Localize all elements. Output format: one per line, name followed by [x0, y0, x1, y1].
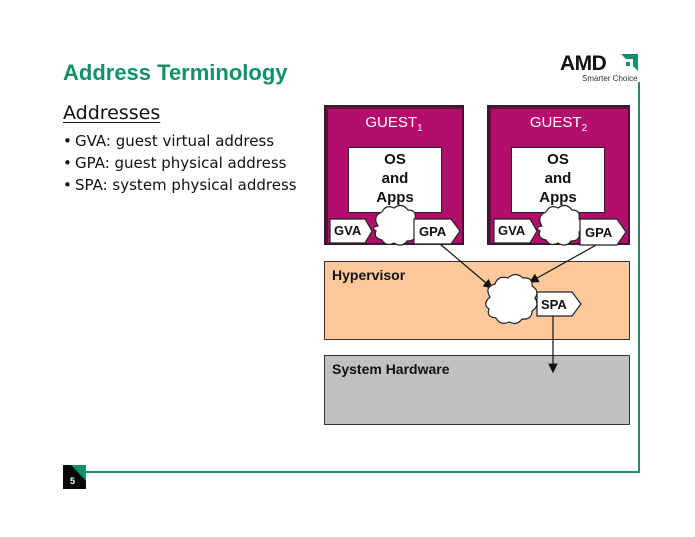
hypervisor-layer: Hypervisor — [324, 261, 630, 340]
frame-bottom-rule — [86, 471, 640, 473]
slide-title: Address Terminology — [63, 60, 288, 85]
system-hardware-layer: System Hardware — [324, 355, 630, 425]
bullet-text: SPA: system physical address — [75, 176, 297, 194]
bullet-icon: • — [63, 132, 72, 150]
section-heading: Addresses — [63, 102, 161, 124]
guest-2-gva-label: GVA — [498, 223, 526, 238]
guest-1-os-apps-box: OS and Apps — [348, 147, 442, 213]
logo-tagline: Smarter Choice — [582, 74, 638, 83]
guest-2-gpa-label: GPA — [585, 225, 613, 240]
amd-logo: AMD Smarter Choice — [560, 52, 644, 86]
amd-arrow-logo-icon — [621, 54, 638, 71]
bullet-icon: • — [63, 176, 72, 194]
hypervisor-label: Hypervisor — [332, 267, 406, 283]
bullet-item: •SPA: system physical address — [63, 174, 297, 196]
frame-right-rule — [638, 82, 640, 472]
bullet-list: •GVA: guest virtual address •GPA: guest … — [63, 130, 297, 196]
guest-2-title: GUEST2 — [529, 114, 588, 134]
guest-1-title: GUEST1 — [365, 114, 423, 134]
guest-1-gva-label: GVA — [334, 223, 362, 238]
guest-1-gpa-label: GPA — [419, 224, 447, 239]
bullet-item: •GVA: guest virtual address — [63, 130, 297, 152]
bullet-icon: • — [63, 154, 72, 172]
system-hardware-label: System Hardware — [332, 361, 450, 377]
bullet-item: •GPA: guest physical address — [63, 152, 297, 174]
badge-corner-icon — [71, 465, 86, 481]
bullet-text: GVA: guest virtual address — [75, 132, 275, 150]
guest-2-os-apps-box: OS and Apps — [511, 147, 605, 213]
logo-brand-text: AMD — [560, 52, 607, 75]
hypervisor-spa-label: SPA — [541, 297, 567, 312]
page-number: 5 — [70, 476, 76, 486]
page-number-badge: 5 — [63, 465, 86, 489]
bullet-text: GPA: guest physical address — [75, 154, 287, 172]
